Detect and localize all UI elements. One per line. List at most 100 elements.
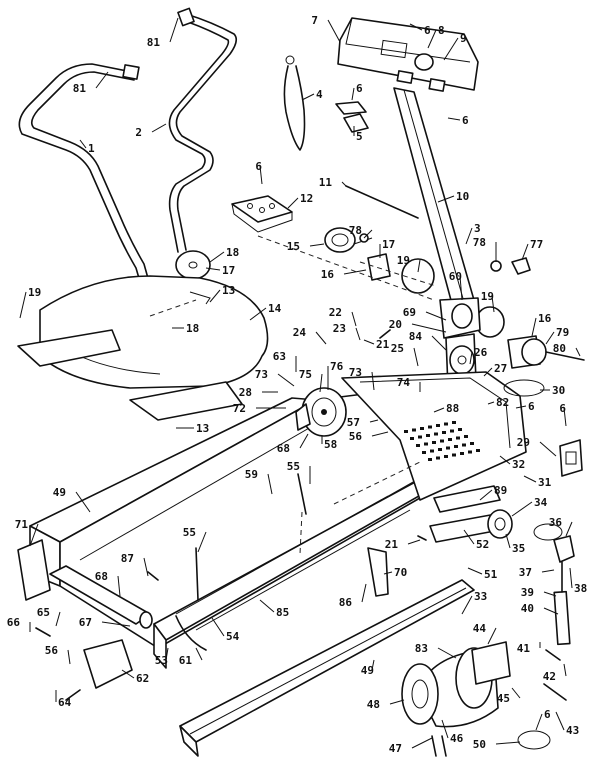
grille-slot (426, 434, 430, 437)
callout-53: 53 (155, 654, 168, 667)
nut-78 (490, 260, 502, 272)
callout-45: 45 (497, 692, 510, 705)
screw (147, 571, 159, 581)
hub-18-right (175, 250, 211, 280)
callout-6: 6 (559, 402, 566, 415)
grille-slot (460, 452, 464, 455)
leader-line-71 (29, 523, 39, 547)
bracket-16-left (367, 253, 391, 281)
cord-4 (283, 55, 306, 151)
flywheel-58 (295, 387, 347, 437)
leader-line-20 (411, 323, 447, 333)
leader-line-59 (267, 473, 273, 495)
callout-54: 54 (226, 630, 240, 643)
callout-49: 49 (53, 486, 66, 499)
leader-line-21 (407, 539, 421, 545)
leader-line-38 (569, 567, 573, 589)
leader-line-32 (499, 455, 511, 465)
grille-slot (410, 437, 414, 440)
grille-slot (464, 435, 468, 438)
callout-64: 64 (58, 696, 72, 709)
leader-line-8 (427, 29, 437, 49)
leader-line-48 (389, 699, 405, 705)
callout-38: 38 (574, 582, 587, 595)
callout-19: 19 (481, 290, 494, 303)
grille-slot (420, 427, 424, 430)
leader-line-81 (169, 17, 179, 43)
callout-42: 42 (543, 670, 556, 683)
callout-1: 1 (88, 142, 95, 155)
leader-line-6 (535, 713, 543, 731)
callout-50: 50 (473, 738, 486, 751)
leader-line-6 (351, 87, 355, 101)
leader-line-80 (575, 347, 581, 357)
callout-6: 6 (528, 400, 535, 413)
callout-19: 19 (397, 254, 410, 267)
grille-slot (470, 442, 474, 445)
leader-line-10 (437, 195, 455, 203)
leader-line-75 (319, 373, 323, 393)
callout-84: 84 (409, 330, 423, 343)
callout-4: 4 (316, 88, 323, 101)
callout-86: 86 (339, 596, 353, 609)
callout-16: 16 (321, 268, 335, 281)
knob-77 (511, 257, 531, 275)
callout-88: 88 (446, 402, 459, 415)
callout-73: 73 (255, 368, 268, 381)
wheel-79 (521, 338, 585, 366)
callout-82: 82 (496, 396, 509, 409)
leader-line-33 (461, 595, 473, 615)
leader-line-16 (531, 317, 537, 337)
leader-line-15 (309, 243, 325, 247)
screws (35, 329, 567, 757)
screw (65, 689, 81, 701)
leader-line-13 (209, 289, 221, 303)
callout-28: 28 (239, 386, 252, 399)
callout-71: 71 (15, 518, 29, 531)
leader-line-52 (463, 529, 475, 545)
callout-6: 6 (356, 82, 363, 95)
callout-10: 10 (456, 190, 469, 203)
leader-line-34 (511, 501, 533, 517)
base-rail-49 (179, 579, 475, 757)
callout-67: 67 (79, 616, 92, 629)
callout-78: 78 (349, 224, 362, 237)
bracket-36 (553, 535, 575, 563)
leader-line-1 (79, 139, 87, 149)
leader-line-49 (371, 659, 375, 671)
motor-hood (17, 275, 269, 421)
leader-line-19 (417, 259, 421, 273)
callout-8: 8 (438, 24, 445, 37)
handlebar-left (18, 63, 159, 317)
leader-line-83 (437, 647, 457, 659)
leader-line-29 (539, 441, 557, 457)
leader-line-50 (495, 741, 521, 745)
leader-line-21 (363, 339, 375, 345)
leader-line-69 (425, 311, 447, 321)
callout-18: 18 (186, 322, 199, 335)
callout-58: 58 (324, 438, 337, 451)
grille-slot (428, 425, 432, 429)
callout-55: 55 (183, 526, 196, 539)
ring-35 (533, 523, 563, 541)
callout-63: 63 (273, 350, 286, 363)
screw (417, 535, 427, 541)
callout-22: 22 (329, 306, 342, 319)
leader-line-9 (443, 37, 459, 61)
callout-73: 73 (349, 366, 362, 379)
leader-line-31 (523, 475, 537, 483)
callout-81: 81 (73, 82, 87, 95)
shaft-11 (345, 185, 419, 219)
callout-9: 9 (460, 32, 467, 45)
screw (431, 735, 437, 757)
grille-slot (458, 428, 462, 431)
callout-13: 13 (196, 422, 209, 435)
callout-83: 83 (415, 642, 428, 655)
leader-line-19 (491, 295, 495, 313)
callout-39: 39 (521, 586, 534, 599)
leader-line-78 (363, 229, 373, 239)
leader-line-27 (483, 367, 493, 377)
callout-29: 29 (517, 436, 530, 449)
